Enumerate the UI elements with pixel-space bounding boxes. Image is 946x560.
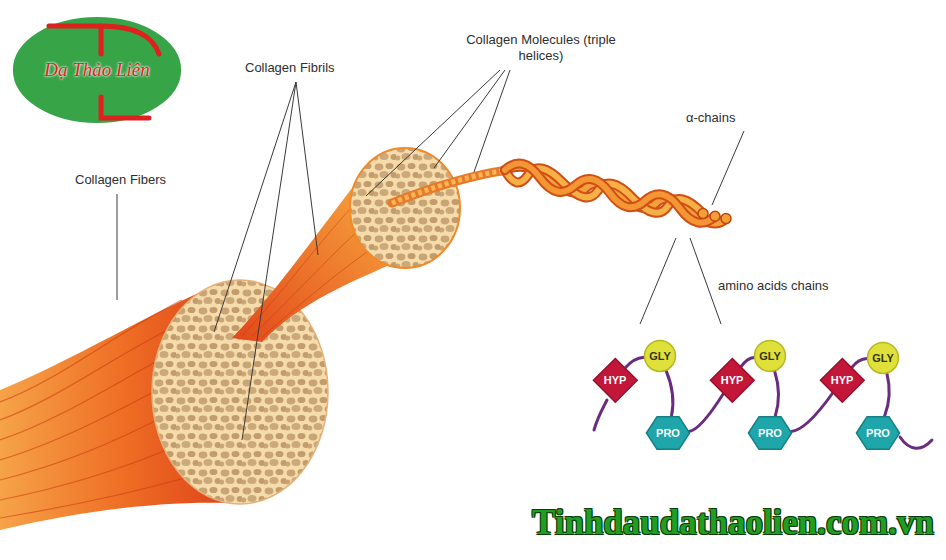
- alpha-chain: [505, 164, 715, 223]
- leader-line: [474, 70, 510, 172]
- amino-chain-link: [885, 373, 890, 416]
- logo-letter-stroke: [101, 97, 149, 118]
- logo-letter-stroke: [49, 26, 159, 54]
- pro-hexagon: PRO: [856, 416, 900, 450]
- node-label: GLY: [759, 350, 781, 362]
- node-text-group: PRO: [758, 427, 782, 439]
- node-text-group: GLY: [649, 350, 671, 362]
- leader-line: [117, 194, 118, 300]
- node-text-group: Dạ Thảo Liên: [44, 59, 150, 81]
- pro-hexagon: PRO: [646, 416, 690, 450]
- leader-line: [214, 82, 296, 332]
- node-label: GLY: [872, 352, 894, 364]
- amino-chain-link: [666, 371, 673, 416]
- hyp-diamond: HYP: [820, 358, 865, 403]
- leader-line: [712, 131, 744, 205]
- fiber-cross-section: [152, 280, 328, 504]
- node-text-group: HYP: [604, 374, 627, 386]
- leader-line: [366, 70, 500, 196]
- diamond-outline: [593, 358, 637, 402]
- molecule-label: Collagen Molecules (triple helices): [466, 32, 616, 63]
- circle-outline: [868, 343, 899, 374]
- amino-chain-link: [625, 357, 644, 368]
- leader-line: [690, 238, 721, 324]
- circle-outline: [645, 341, 676, 372]
- hyp-diamond: HYP: [710, 358, 755, 403]
- amino-chain-link: [741, 357, 754, 366]
- leader-line: [640, 238, 676, 324]
- amino-chain-link: [689, 394, 723, 432]
- amino-chain-link: [791, 393, 833, 432]
- gly-circle: GLY: [754, 340, 786, 372]
- amino-chain-link: [852, 359, 867, 368]
- chain-tail: [900, 437, 932, 448]
- leader-line: [434, 70, 505, 168]
- node-text-group: HYP: [831, 374, 854, 386]
- node-text-group: GLY: [872, 352, 894, 364]
- node-label: PRO: [758, 427, 782, 439]
- diamond-outline: [710, 358, 754, 402]
- diamond-outline: [820, 358, 864, 402]
- hexagon-outline: [856, 417, 899, 450]
- node-text-group: PRO: [866, 427, 890, 439]
- hexagon-outline: [646, 417, 689, 450]
- alpha-chain-outline: [505, 164, 715, 223]
- chain-tail: [594, 400, 607, 430]
- node-label: PRO: [866, 427, 890, 439]
- triple-helix: [392, 164, 731, 224]
- amino-chain-label: amino acids chains: [718, 278, 829, 294]
- leader-lines: [117, 70, 744, 440]
- logo-badge: Dạ Thảo Liên: [9, 14, 185, 126]
- node-label: Dạ Thảo Liên: [44, 59, 150, 81]
- pro-hexagon: PRO: [748, 416, 792, 450]
- gly-circle: GLY: [644, 340, 676, 372]
- chain-end: [698, 209, 708, 219]
- node-label: HYP: [721, 374, 744, 386]
- leader-line: [242, 82, 296, 440]
- logo-outline: [12, 16, 183, 125]
- node-text-group: HYP: [721, 374, 744, 386]
- fiber-label: Collagen Fibers: [75, 172, 166, 188]
- helix-rope-twist: [392, 170, 508, 203]
- alpha-chain-label: α-chains: [686, 110, 735, 126]
- hyp-diamond: HYP: [593, 358, 638, 403]
- alpha-chains: [505, 164, 726, 224]
- watermark: Tinhdaudathaolien.com.vn: [532, 503, 934, 543]
- node-label: PRO: [656, 427, 680, 439]
- gly-circle: GLY: [867, 342, 899, 374]
- node-label: HYP: [831, 374, 854, 386]
- node-label: HYP: [604, 374, 627, 386]
- node-label: GLY: [649, 350, 671, 362]
- logo-letter-stroke: [99, 26, 104, 54]
- fibril-label: Collagen Fibrils: [245, 60, 335, 76]
- leader-line: [296, 82, 318, 255]
- fibril-cross-section: [350, 148, 460, 268]
- node-text-group: GLY: [759, 350, 781, 362]
- node-text-group: PRO: [656, 427, 680, 439]
- amino-chain-link: [775, 371, 779, 416]
- chain-end: [721, 214, 731, 224]
- hexagon-outline: [748, 417, 791, 450]
- helix-rope: [392, 170, 508, 203]
- chain-end: [710, 211, 720, 221]
- circle-outline: [755, 341, 786, 372]
